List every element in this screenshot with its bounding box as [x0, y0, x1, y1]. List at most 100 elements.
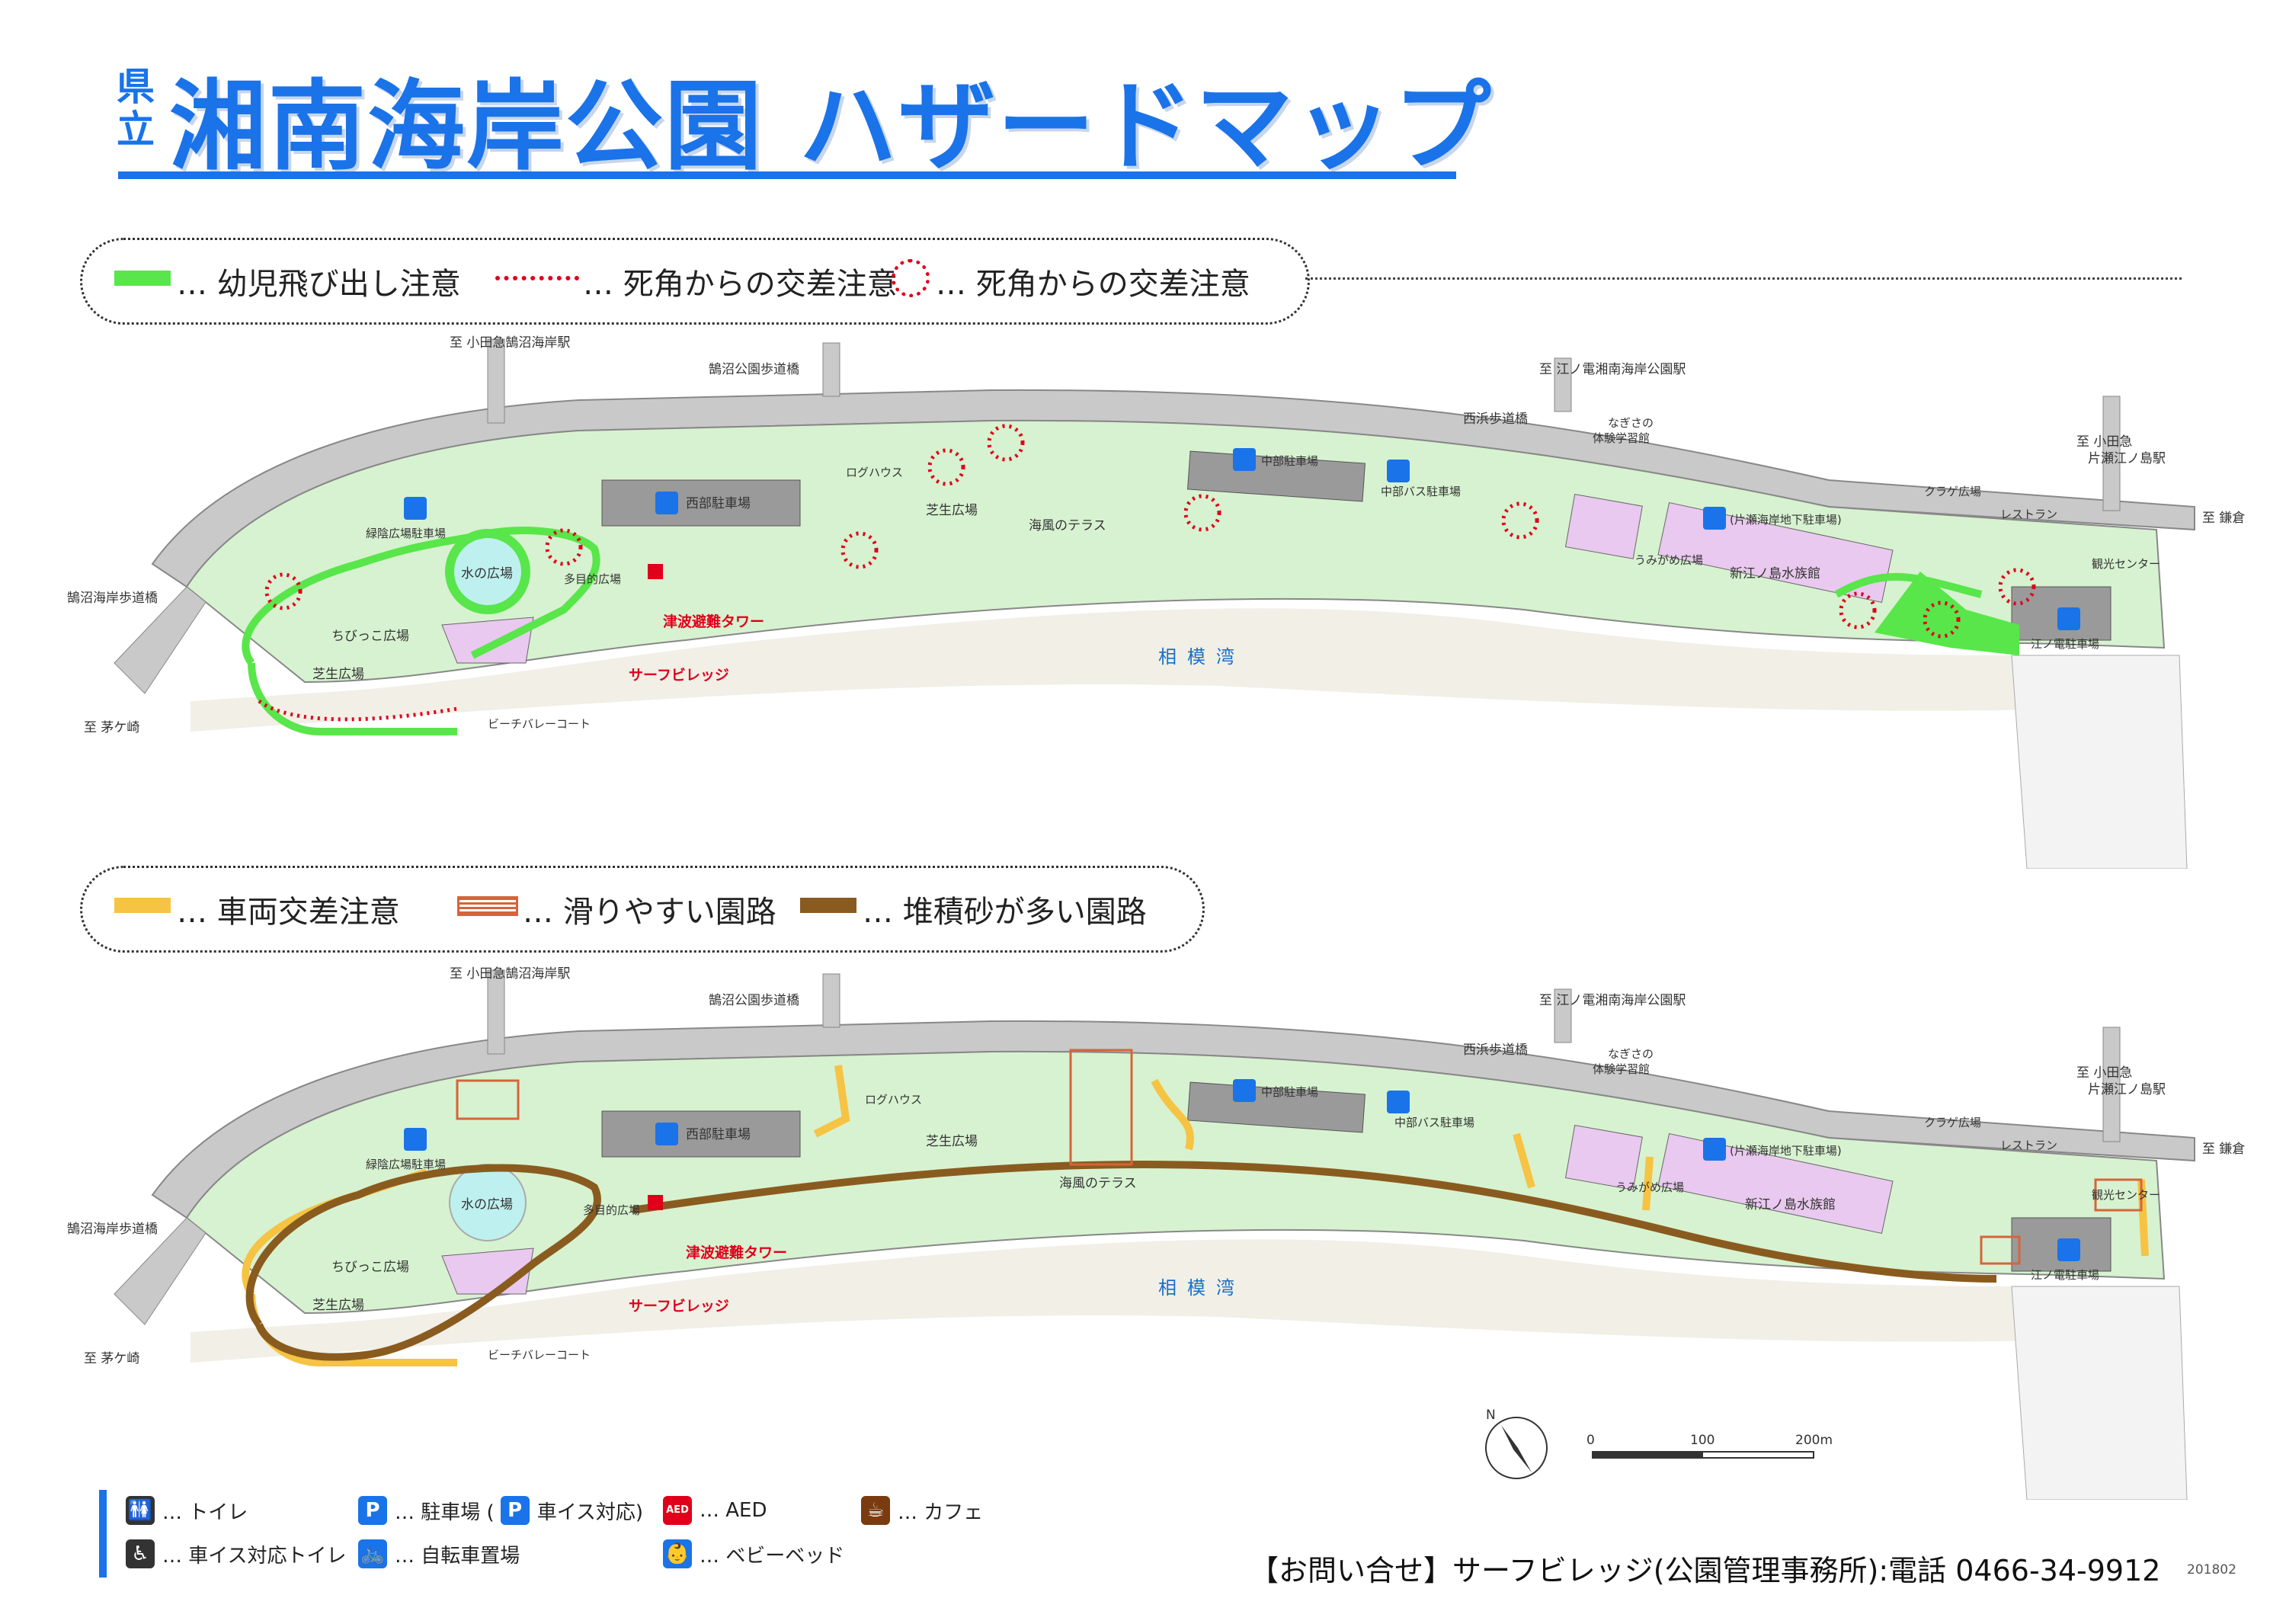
west-bridge [114, 586, 207, 694]
label-nagisa2: 体験学習館 [1593, 431, 1650, 445]
slippery-area-ryokuin [456, 1079, 520, 1120]
label-enoden-station: 至 江ノ電湘南海岸公園駅 [1539, 362, 1686, 377]
label-kugenuma-park-bridge: 鵠沼公園歩道橋 [709, 362, 799, 377]
label-tamokuteki: 多目的広場 [564, 572, 621, 586]
label-enoden-parking-2: 江ノ電駐車場 [2031, 1268, 2099, 1282]
label-chibikko: ちびっこ広場 [331, 629, 409, 644]
legend-accessible-parking-label: 車イス対応) [536, 1501, 644, 1524]
label-restaurant-2: レストラン [2000, 1139, 2057, 1152]
label-tamokuteki-2: 多目的広場 [583, 1203, 640, 1217]
label-log-house-2: ログハウス [865, 1093, 922, 1107]
west-parking-lot [601, 479, 801, 527]
label-restaurant: レストラン [2000, 508, 2057, 521]
label-bay: 相模湾 [1158, 646, 1245, 668]
katase-road [2102, 396, 2121, 511]
page-title: 湘南海岸公園 ハザードマップ [169, 70, 1493, 184]
hazard-vehicle-bus [1513, 1132, 1535, 1189]
legend-item-vehicle: … 車両交差注意 [177, 895, 400, 930]
legend-yellow-bar [114, 898, 171, 913]
label-odakyu-kugenuma: 至 小田急鵠沼海岸駅 [450, 335, 570, 351]
hazard-vehicle-umigame [1642, 1156, 1654, 1211]
label-kugenuma-coast-bridge-2: 鵠沼海岸歩道橋 [67, 1222, 158, 1237]
legend-top-dotline [1305, 277, 2182, 280]
label-katase-underground-2: (片瀬海岸地下駐車場) [1730, 1144, 1842, 1158]
label-log-house: ログハウス [846, 466, 903, 479]
parking-marker-bus-2 [1387, 1091, 1410, 1113]
parking-marker-central [1233, 448, 1256, 471]
label-shiba1-2: 芝生広場 [312, 1298, 364, 1313]
odakyu-road-2 [487, 969, 505, 1055]
hazard-blind-circles [264, 424, 2036, 639]
tsunami-tower-marker [648, 564, 663, 579]
legend-wheelchair-toilet-label: … 車イス対応トイレ [162, 1544, 347, 1568]
label-tsunami-tower-2: 津波避難タワー [686, 1244, 787, 1261]
label-terrace: 海風のテラス [1029, 518, 1106, 533]
label-central-bus-2: 中部バス駐車場 [1394, 1116, 1474, 1129]
label-surf-village: サーフビレッジ [629, 667, 729, 684]
legend-parking: P … 駐車場 ( P 車イス対応) [358, 1496, 643, 1525]
legend-red-dotline [495, 276, 579, 280]
east-pier-2 [2011, 1286, 2188, 1500]
blind-circle-3 [840, 531, 879, 569]
beach-2 [190, 1239, 2057, 1363]
legend-bottom [80, 866, 1205, 953]
bicycle-icon: 🚲 [358, 1539, 387, 1568]
hazard-slippery-areas [456, 1049, 2143, 1265]
blind-circle-2 [545, 528, 583, 566]
label-odakyu-katase-2: 至 小田急 [2076, 1065, 2132, 1081]
label-beach-volley-2: ビーチバレーコート [488, 1348, 591, 1362]
parking-marker-ryokuin-2 [404, 1128, 427, 1151]
label-nagisa: なぎさの [1608, 416, 1654, 430]
kugenuma-bridge-road [822, 342, 840, 397]
nagisa-building-2 [1564, 1125, 1643, 1190]
parking-icon: P [358, 1496, 387, 1525]
blind-circle-10 [1998, 568, 2036, 606]
label-jellyfish: クラゲ広場 [1924, 485, 1981, 498]
label-west-parking: 西部駐車場 [686, 496, 751, 511]
scale-0: 0 [1586, 1433, 1595, 1448]
label-umigame-2: うみがめ広場 [1615, 1180, 1684, 1194]
legend-aed: AED … AED [663, 1496, 767, 1525]
title-prefix: 県立 [117, 65, 155, 152]
slippery-area-enoden [1980, 1235, 2021, 1265]
parking-markers-2 [404, 1079, 2080, 1261]
legend-bicycle: 🚲 … 自転車置場 [358, 1539, 520, 1568]
blind-circle-4 [927, 448, 965, 486]
label-shiba1: 芝生広場 [312, 667, 364, 682]
legend-toilet-label: … トイレ [162, 1501, 248, 1524]
nagisa-building [1564, 494, 1643, 559]
parking-marker-katase [1703, 507, 1726, 530]
legend-aed-label: … AED [700, 1499, 767, 1522]
parking-marker-ryokuin [404, 497, 427, 520]
hazard-vehicle-terrace [1151, 1078, 1194, 1151]
scale-200: 200m [1795, 1433, 1833, 1448]
legend-item-slippery: … 滑りやすい園路 [523, 895, 776, 930]
blind-circle-8 [1839, 591, 1877, 629]
label-beach-volley: ビーチバレーコート [488, 717, 591, 731]
aed-icon: AED [663, 1496, 692, 1525]
legend-cafe-label: … カフェ [898, 1501, 984, 1524]
legend-red-circle [892, 259, 930, 297]
legend-wheelchair-toilet: ♿ … 車イス対応トイレ [126, 1539, 347, 1568]
label-aquarium: 新江ノ島水族館 [1730, 566, 1820, 581]
baby-bed-icon: 👶 [663, 1539, 692, 1568]
slippery-area-terrace [1069, 1049, 1133, 1166]
label-umigame: うみがめ広場 [1634, 553, 1703, 567]
label-west-parking-2: 西部駐車場 [686, 1127, 751, 1142]
label-nagisa2-2: 体験学習館 [1593, 1062, 1650, 1076]
label-odakyu-kugenuma-2: 至 小田急鵠沼海岸駅 [450, 966, 570, 982]
map-bottom: 至 小田急鵠沼海岸駅 鵠沼公園歩道橋 至 江ノ電湘南海岸公園駅 西浜歩道橋 なぎ… [67, 966, 2245, 1500]
blind-circle-7 [1501, 501, 1539, 540]
label-kugenuma-coast-bridge: 鵠沼海岸歩道橋 [67, 591, 158, 606]
label-terrace-2: 海風のテラス [1059, 1176, 1137, 1191]
label-tourist-center: 観光センター [2092, 557, 2160, 571]
label-kugenuma-park-bridge-2: 鵠沼公園歩道橋 [709, 993, 799, 1008]
hazard-child-west [248, 662, 457, 735]
surf-village-plaza [441, 617, 534, 664]
legend-item-sand: … 堆積砂が多い園路 [863, 895, 1147, 930]
label-central-bus: 中部バス駐車場 [1381, 485, 1461, 498]
label-odakyu-katase: 至 小田急 [2076, 434, 2132, 450]
hazard-child-loop [242, 527, 600, 665]
document-code: 201802 [2187, 1562, 2236, 1578]
parking-marker-west [655, 492, 678, 514]
